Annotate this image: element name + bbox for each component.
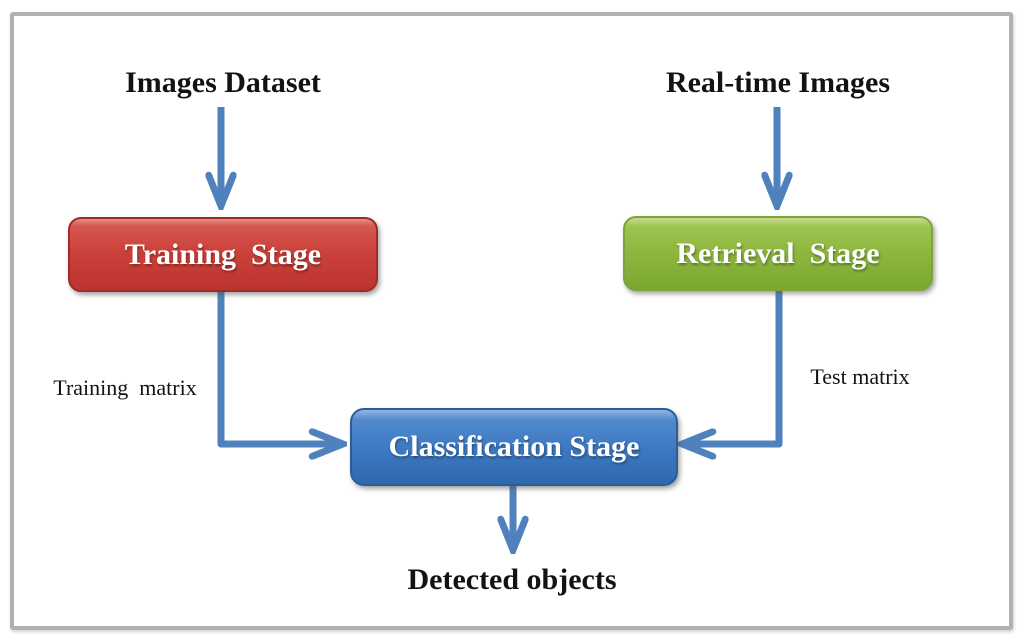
retrieval-stage-node: Retrieval Stage	[623, 216, 933, 291]
diagram-frame	[10, 12, 1013, 630]
classification-stage-node: Classification Stage	[350, 408, 678, 486]
training-stage-label: Training Stage	[124, 237, 322, 271]
training-stage-node: Training Stage	[68, 217, 378, 292]
retrieval-stage-label: Retrieval Stage	[676, 236, 880, 270]
training-matrix-label: Training matrix	[53, 375, 197, 400]
classification-stage-label: Classification Stage	[388, 430, 640, 463]
images-dataset-label: Images Dataset	[125, 66, 321, 99]
test-matrix-label: Test matrix	[810, 364, 910, 389]
realtime-images-label: Real-time Images	[665, 66, 891, 99]
detected-objects-label: Detected objects	[407, 563, 617, 596]
